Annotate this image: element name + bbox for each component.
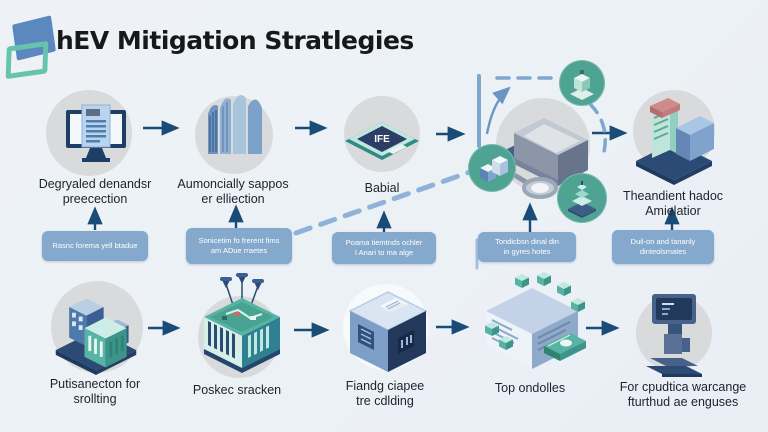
node-label: Putisanecton for srollting (20, 377, 170, 408)
banner-line: Sonicetim fo frerent fims (198, 235, 280, 245)
node-label: Theandient hadoc Amielatior (595, 189, 751, 220)
banner-box: Rasnc forema yell btadue (42, 231, 148, 261)
banner-line: Tondicbsn dinal din (495, 236, 559, 246)
finned-stack-icon (208, 95, 262, 154)
circuit-cube-icon (204, 273, 280, 373)
label-line: Degryaled denandsr (38, 177, 152, 191)
label-line: Amielatior (645, 204, 701, 219)
label-line: Top ondolles (494, 381, 566, 395)
banner-box: Duil-on and tananly dinteolsmates (612, 230, 714, 264)
node-label: Babial (312, 181, 452, 196)
monitor-document-icon (66, 104, 126, 162)
banner-line: am ADue rraetes (210, 246, 268, 255)
document-cube-icon (485, 272, 586, 369)
banner-box: Sonicetim fo frerent fims am ADue rraete… (186, 228, 292, 264)
label-line: Babial (364, 181, 400, 195)
banner-line: Rasnc forema yell btadue (52, 240, 138, 250)
page-title: hEV Mitigation Stratlegies (56, 26, 414, 55)
label-line: Aumoncially sappos (177, 177, 289, 191)
label-line: fturthud ae enguses (627, 395, 739, 410)
floating-cube (485, 272, 585, 350)
mini-pagoda-icon (568, 181, 596, 218)
label-line: preecection (62, 192, 128, 207)
mini-machine-icon (570, 70, 594, 100)
node-label: Fiandg ciapee tre cdlding (310, 379, 460, 410)
buildings-icon (55, 298, 137, 376)
label-line: tre cdlding (356, 394, 414, 409)
server-tower-icon (636, 98, 714, 185)
banner-line: I Anari to ma alge (354, 248, 414, 257)
blue-cube-icon (348, 291, 428, 372)
banner-line: dinteolsmates (639, 247, 687, 256)
svg-text:IFE: IFE (374, 134, 390, 145)
banner-line: in gyres hotes (503, 247, 551, 256)
label-line: Theandient hadoc (622, 189, 724, 203)
banner-box: Poama tiemtnds ochler I Anari to ma alge (332, 232, 436, 264)
label-line: Poskec sracken (192, 383, 282, 397)
label-line: er elliection (201, 192, 265, 207)
banner-line: Duil-on and tananly (630, 236, 696, 246)
machine-hub-icon (492, 118, 588, 199)
logo-teal-shape (5, 40, 49, 80)
label-line: srollting (73, 392, 117, 407)
node-label: Aumoncially sappos er elliection (158, 177, 308, 208)
chip-icon: IFE (345, 122, 419, 160)
node-label: For cpudtica warcange fturthud ae enguse… (600, 380, 766, 411)
node-label: Poskec sracken (162, 383, 312, 398)
banner-box: Tondicbsn dinal din in gyres hotes (478, 232, 576, 262)
mini-buildings-icon (480, 156, 508, 182)
node-label: Top ondolles (455, 381, 605, 396)
label-line: Putisanecton for (49, 377, 141, 391)
label-line: Fiandg ciapee (345, 379, 425, 393)
label-line: For cpudtica warcange (619, 380, 747, 394)
node-label: Degryaled denandsr preecection (18, 177, 172, 208)
banner-line: Poama tiemtnds ochler (345, 237, 423, 247)
scanner-icon (646, 294, 702, 377)
